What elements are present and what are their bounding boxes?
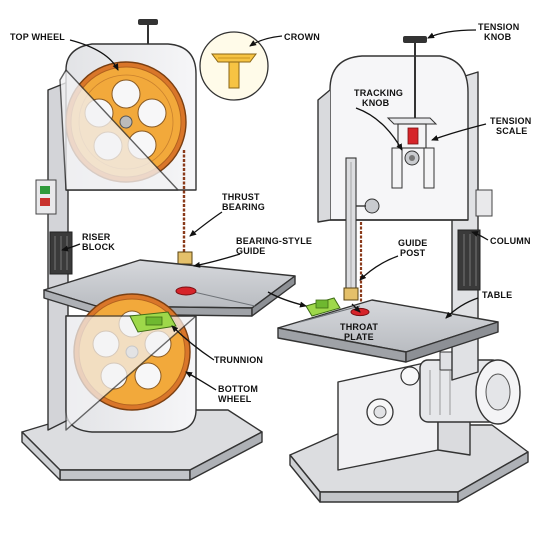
power-switch-box [35,179,57,215]
label-tracking-knob: TRACKING KNOB [354,88,406,108]
leader-lines [61,29,489,391]
label-crown: CROWN [284,32,320,42]
label-guide-post: GUIDE POST [398,238,430,258]
motor [419,351,521,425]
label-tension-knob: TENSION KNOB [478,22,522,42]
label-bottom-wheel: BOTTOM WHEEL [218,384,261,404]
left-table [43,259,296,309]
guide-post-part [343,157,380,301]
label-tension-knob-line1: TENSION [478,22,519,32]
label-guide-post-line1: GUIDE [398,238,428,248]
label-tension-scale-line2: SCALE [496,126,528,136]
label-thrust-bearing-line2: BEARING [222,202,265,212]
callout-labels: TOP WHEEL CROWN THRUST BEARING RISER BLO… [10,22,534,404]
label-bottom-wheel-line2: WHEEL [218,394,252,404]
label-tracking-knob-line2: KNOB [362,98,390,108]
label-trunnion: TRUNNION [214,355,263,365]
left-band-saw [21,19,296,481]
label-tension-knob-line2: KNOB [484,32,512,42]
left-throat-plate [175,286,197,296]
label-bearing-style-guide-line2: GUIDE [236,246,266,256]
crown-inset [199,31,269,101]
label-bearing-style-guide-line1: BEARING-STYLE [236,236,312,246]
label-thrust-bearing: THRUST BEARING [222,192,265,212]
label-tension-scale: TENSION SCALE [490,116,534,136]
label-table: TABLE [482,290,512,300]
label-column: COLUMN [490,236,531,246]
label-tracking-knob-line1: TRACKING [354,88,403,98]
label-bottom-wheel-line1: BOTTOM [218,384,258,394]
label-guide-post-line2: POST [400,248,426,258]
right-band-saw [277,36,529,503]
label-riser-block-line1: RISER [82,232,111,242]
label-throat-plate-line1: THROAT [340,322,378,332]
tension-mechanism [386,117,438,189]
label-thrust-bearing-line1: THRUST [222,192,260,202]
label-tension-scale-line1: TENSION [490,116,531,126]
label-riser-block-line2: BLOCK [82,242,115,252]
label-throat-plate-line2: PLATE [344,332,374,342]
label-top-wheel: TOP WHEEL [10,32,65,42]
right-trunnion-part [305,297,341,317]
label-throat-plate: THROAT PLATE [340,322,381,342]
label-bearing-style-guide: BEARING-STYLE GUIDE [236,236,315,256]
label-riser-block: RISER BLOCK [82,232,115,252]
